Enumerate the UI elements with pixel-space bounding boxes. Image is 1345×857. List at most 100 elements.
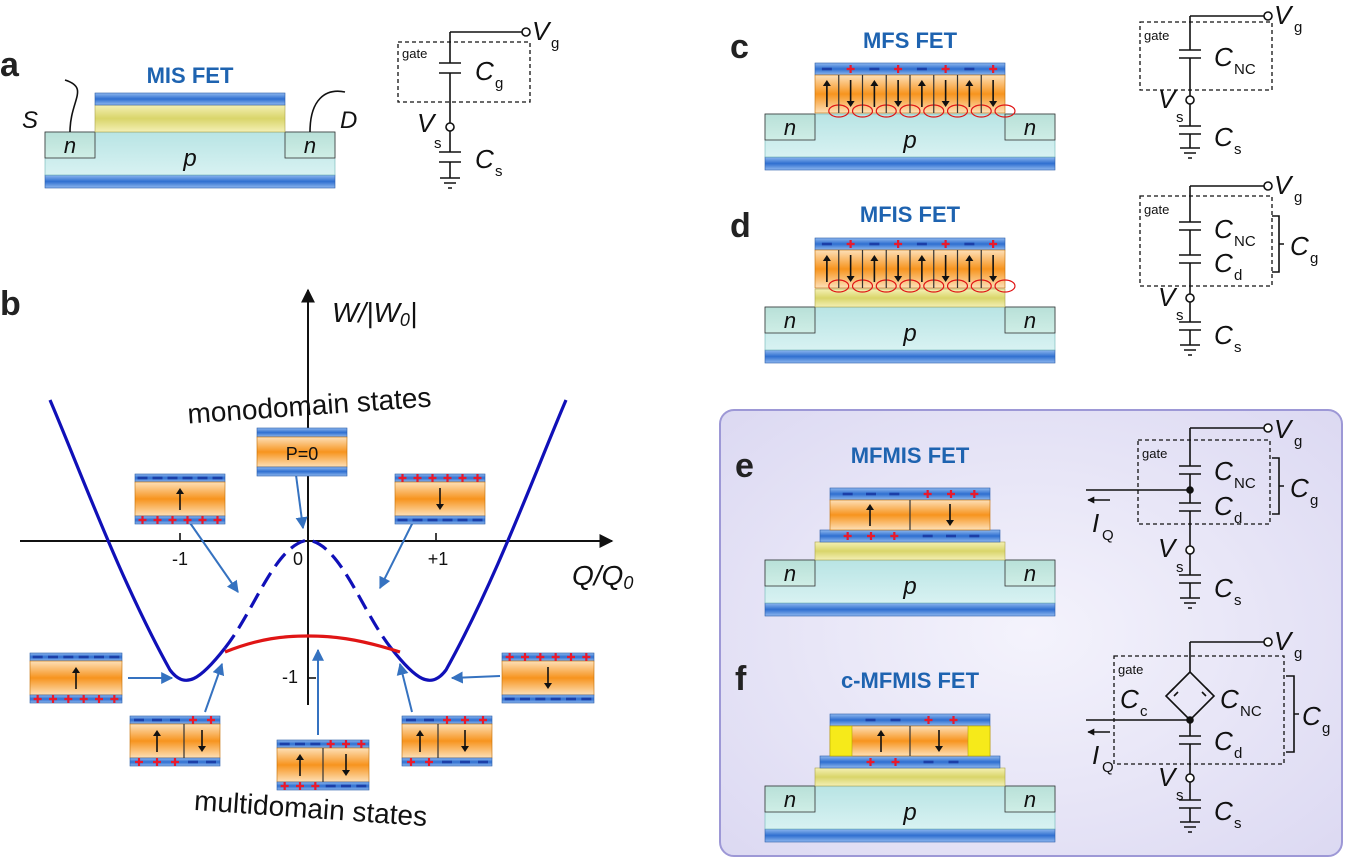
multidomain-label: multidomain states bbox=[193, 785, 428, 832]
plus-charge bbox=[138, 516, 147, 524]
vg-terminal bbox=[1263, 637, 1273, 647]
p-label: p bbox=[902, 573, 916, 600]
gate-label: gate bbox=[1118, 662, 1143, 677]
plus-charge bbox=[846, 240, 855, 248]
plus-charge bbox=[923, 490, 932, 498]
floating-node bbox=[1186, 486, 1194, 494]
drain-region bbox=[1004, 113, 1056, 141]
title-mis-fet: MIS FET bbox=[147, 63, 234, 88]
pointer-arrow bbox=[204, 662, 225, 713]
electrode-layer bbox=[29, 694, 123, 704]
arrow-head bbox=[153, 730, 161, 736]
cs-label: C bbox=[1214, 122, 1233, 152]
source-region bbox=[764, 559, 816, 587]
cg-bracket bbox=[1272, 215, 1284, 273]
plus-charge bbox=[949, 716, 958, 724]
multidomain-curve bbox=[224, 634, 401, 654]
plus-charge bbox=[135, 758, 143, 766]
electrode-layer bbox=[814, 237, 1006, 251]
gate-dielectric bbox=[94, 104, 286, 133]
x-axis-label: Q/Q0 bbox=[572, 560, 633, 593]
source-region bbox=[764, 785, 816, 813]
arrow-head bbox=[989, 276, 998, 282]
cd-label: C bbox=[1214, 726, 1233, 756]
cnc-capacitor-plates bbox=[1201, 687, 1211, 697]
plus-charge bbox=[213, 516, 222, 524]
arrow-head bbox=[866, 504, 874, 510]
vg-terminal bbox=[1263, 423, 1273, 433]
p-label: p bbox=[902, 127, 916, 154]
plus-charge bbox=[582, 653, 591, 661]
n-label: n bbox=[784, 308, 796, 333]
plus-charge bbox=[183, 516, 192, 524]
cg-bracket bbox=[1272, 457, 1284, 515]
c-mfmis-circuit bbox=[1086, 637, 1299, 833]
drain-wire bbox=[309, 90, 346, 133]
title-c-mfmis-fet: c-MFMIS FET bbox=[841, 668, 980, 693]
electrode-layer bbox=[394, 473, 486, 483]
cg-sub: g bbox=[495, 75, 503, 92]
arrow-head bbox=[822, 80, 831, 86]
spacer-dielectric bbox=[829, 725, 853, 757]
plus-charge bbox=[357, 740, 366, 748]
wire-and-ground bbox=[1179, 302, 1201, 356]
gate-box bbox=[397, 41, 531, 103]
p-label: p bbox=[902, 799, 916, 826]
cg-label: C bbox=[475, 56, 494, 86]
plus-charge bbox=[342, 740, 350, 748]
n-label: n bbox=[64, 133, 76, 158]
arrow-head bbox=[965, 255, 974, 261]
arrow-head bbox=[822, 255, 831, 261]
vg-label: V bbox=[1274, 170, 1294, 200]
n-label: n bbox=[1024, 561, 1036, 586]
cg-bracket bbox=[1286, 675, 1299, 753]
plus-charge bbox=[536, 653, 545, 661]
cnc-sub: NC bbox=[1234, 61, 1256, 78]
plus-charge bbox=[189, 716, 197, 724]
cd-sub: d bbox=[1234, 510, 1242, 527]
wire-and-ground bbox=[1179, 104, 1201, 159]
plus-charge bbox=[171, 758, 179, 766]
plus-charge bbox=[296, 782, 304, 790]
vg-sub: g bbox=[1294, 189, 1302, 206]
ferroelectric-layer bbox=[401, 723, 493, 759]
back-electrode bbox=[764, 828, 1056, 843]
n-label: n bbox=[1024, 787, 1036, 812]
cs-sub: s bbox=[1234, 339, 1242, 356]
plus-charge bbox=[198, 516, 207, 524]
plus-charge bbox=[64, 695, 73, 703]
vs-sub: s bbox=[434, 135, 442, 152]
plus-charge bbox=[505, 653, 514, 661]
gate-box bbox=[1139, 21, 1273, 91]
source-region bbox=[764, 113, 816, 141]
iq-label: I bbox=[1092, 508, 1099, 538]
cg-label: C bbox=[1290, 473, 1309, 503]
cs-sub: s bbox=[1234, 592, 1242, 609]
gate-label: gate bbox=[1144, 28, 1169, 43]
dielectric-layer bbox=[814, 288, 1006, 308]
title-mfs-fet: MFS FET bbox=[863, 28, 958, 53]
iq-label: I bbox=[1092, 740, 1099, 770]
vs-sub: s bbox=[1176, 109, 1184, 126]
electrode-layer bbox=[134, 473, 226, 483]
plus-charge bbox=[567, 653, 575, 661]
mfis-circuit bbox=[1139, 181, 1284, 356]
gate-box bbox=[1139, 195, 1273, 287]
arrow-head bbox=[342, 770, 350, 776]
vs-node bbox=[445, 122, 455, 132]
back-electrode bbox=[44, 174, 336, 189]
plus-charge bbox=[924, 716, 933, 724]
plus-charge bbox=[473, 474, 482, 482]
mini-capacitors bbox=[29, 473, 595, 791]
arrow-head bbox=[544, 683, 552, 689]
wire bbox=[1179, 186, 1201, 294]
monodomain-label: monodomain states bbox=[186, 382, 432, 430]
drain-region bbox=[284, 131, 336, 159]
ground-icon bbox=[440, 162, 460, 189]
panel-label-b: b bbox=[0, 285, 21, 323]
plus-charge bbox=[891, 758, 900, 766]
electrode-layer bbox=[134, 515, 226, 525]
cnc-label: C bbox=[1214, 456, 1233, 486]
